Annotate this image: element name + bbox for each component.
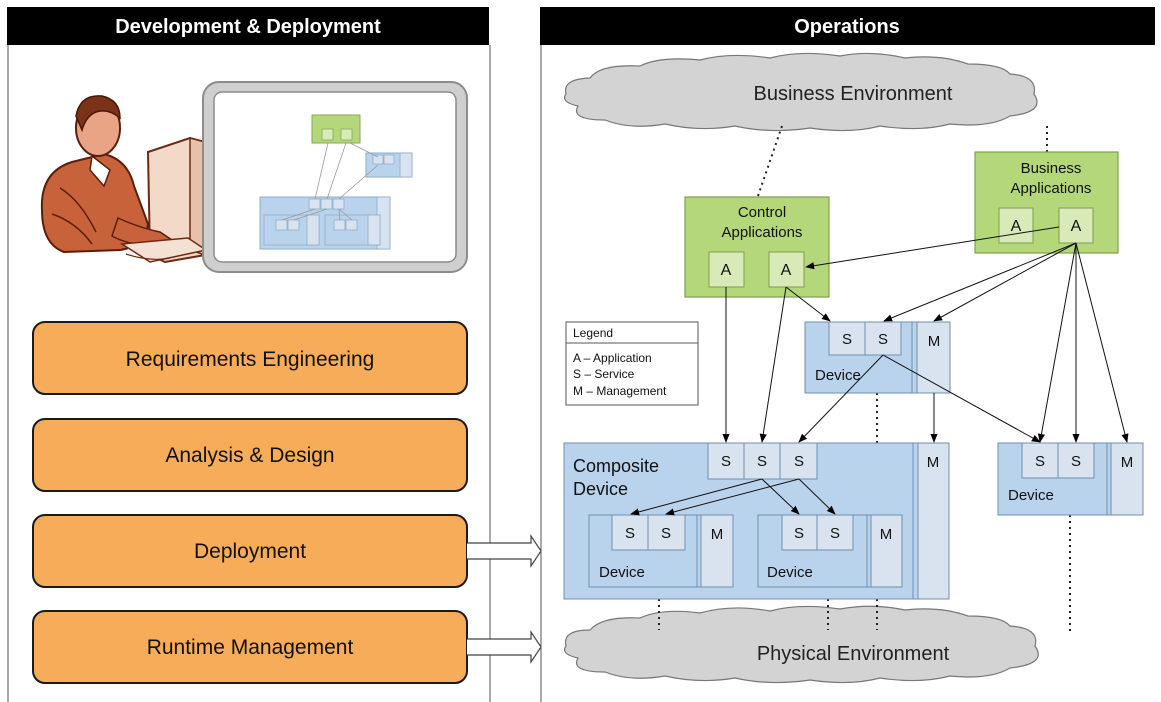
management-label: M — [880, 526, 893, 543]
service-label: S — [794, 525, 804, 542]
legend-title: Legend — [573, 326, 613, 340]
business-applications-title-2: Applications — [1011, 180, 1092, 197]
application-label: A — [781, 262, 792, 279]
legend-item: A – Application — [573, 351, 652, 365]
device-label: Device — [815, 367, 861, 384]
management-label: M — [711, 526, 724, 543]
management-label: M — [928, 333, 941, 350]
phase-label: Requirements Engineering — [126, 348, 375, 371]
phase-label: Deployment — [194, 540, 306, 563]
control-applications[interactable]: Control Applications A A — [684, 196, 830, 298]
phase-label: Analysis & Design — [165, 444, 334, 467]
application-label: A — [721, 262, 732, 279]
service-label: S — [1071, 453, 1081, 470]
service-invocation-arrows — [630, 226, 1129, 516]
composite-device-title: Composite — [573, 456, 659, 476]
phase-deployment[interactable]: Deployment — [32, 514, 468, 588]
left-panel-header — [7, 7, 489, 45]
runtime-management-arrow — [467, 630, 542, 664]
business-environment-label: Business Environment — [754, 83, 953, 105]
phase-analysis-design[interactable]: Analysis & Design — [32, 418, 468, 492]
composite-device[interactable]: M Composite Device S S S M S S Device — [563, 442, 950, 600]
phase-requirements-engineering[interactable]: Requirements Engineering — [32, 321, 468, 395]
left-panel-title: Development & Deployment — [115, 16, 381, 38]
legend-item: M – Management — [573, 384, 667, 398]
business-applications-title: Business — [1021, 160, 1082, 177]
service-label: S — [721, 453, 731, 470]
right-panel-header — [540, 7, 1155, 45]
composite-device-title-2: Device — [573, 479, 628, 499]
business-applications[interactable]: Business Applications A A — [974, 151, 1119, 254]
right-panel: Operations Business Environment Physical… — [540, 7, 1155, 702]
right-panel-title: Operations — [794, 16, 900, 38]
device-label: Device — [1008, 487, 1054, 504]
service-label: S — [842, 331, 852, 348]
service-label: S — [1035, 453, 1045, 470]
physical-environment-cloud: Physical Environment — [563, 605, 1039, 684]
service-label: S — [661, 525, 671, 542]
service-label: S — [794, 453, 804, 470]
device-right[interactable]: M S S Device — [997, 442, 1144, 516]
application-label: A — [1011, 218, 1022, 235]
business-environment-cloud: Business Environment — [563, 52, 1038, 132]
device-nested-left[interactable]: M S S Device — [588, 514, 734, 588]
application-label: A — [1071, 218, 1082, 235]
legend: Legend A – Application S – Service M – M… — [565, 321, 699, 406]
left-panel: Development & Deployment — [7, 7, 542, 702]
phase-runtime-management[interactable]: Runtime Management — [32, 610, 468, 684]
service-label: S — [878, 331, 888, 348]
service-label: S — [830, 525, 840, 542]
legend-item: S – Service — [573, 367, 635, 381]
phase-label: Runtime Management — [147, 636, 354, 659]
service-label: S — [625, 525, 635, 542]
device-middle[interactable]: M S S Device — [804, 321, 951, 394]
management-label: M — [1121, 454, 1134, 471]
device-label: Device — [599, 564, 645, 581]
device-label: Device — [767, 564, 813, 581]
physical-environment-label: Physical Environment — [757, 643, 950, 665]
device-nested-right[interactable]: M S S Device — [757, 514, 903, 588]
control-applications-title-2: Applications — [722, 224, 803, 241]
deployment-arrow — [467, 534, 542, 568]
service-label: S — [757, 453, 767, 470]
architecture-model-icon — [202, 81, 468, 273]
control-applications-title: Control — [738, 204, 786, 221]
management-label: M — [927, 454, 940, 471]
person-at-computer-icon — [40, 95, 208, 264]
